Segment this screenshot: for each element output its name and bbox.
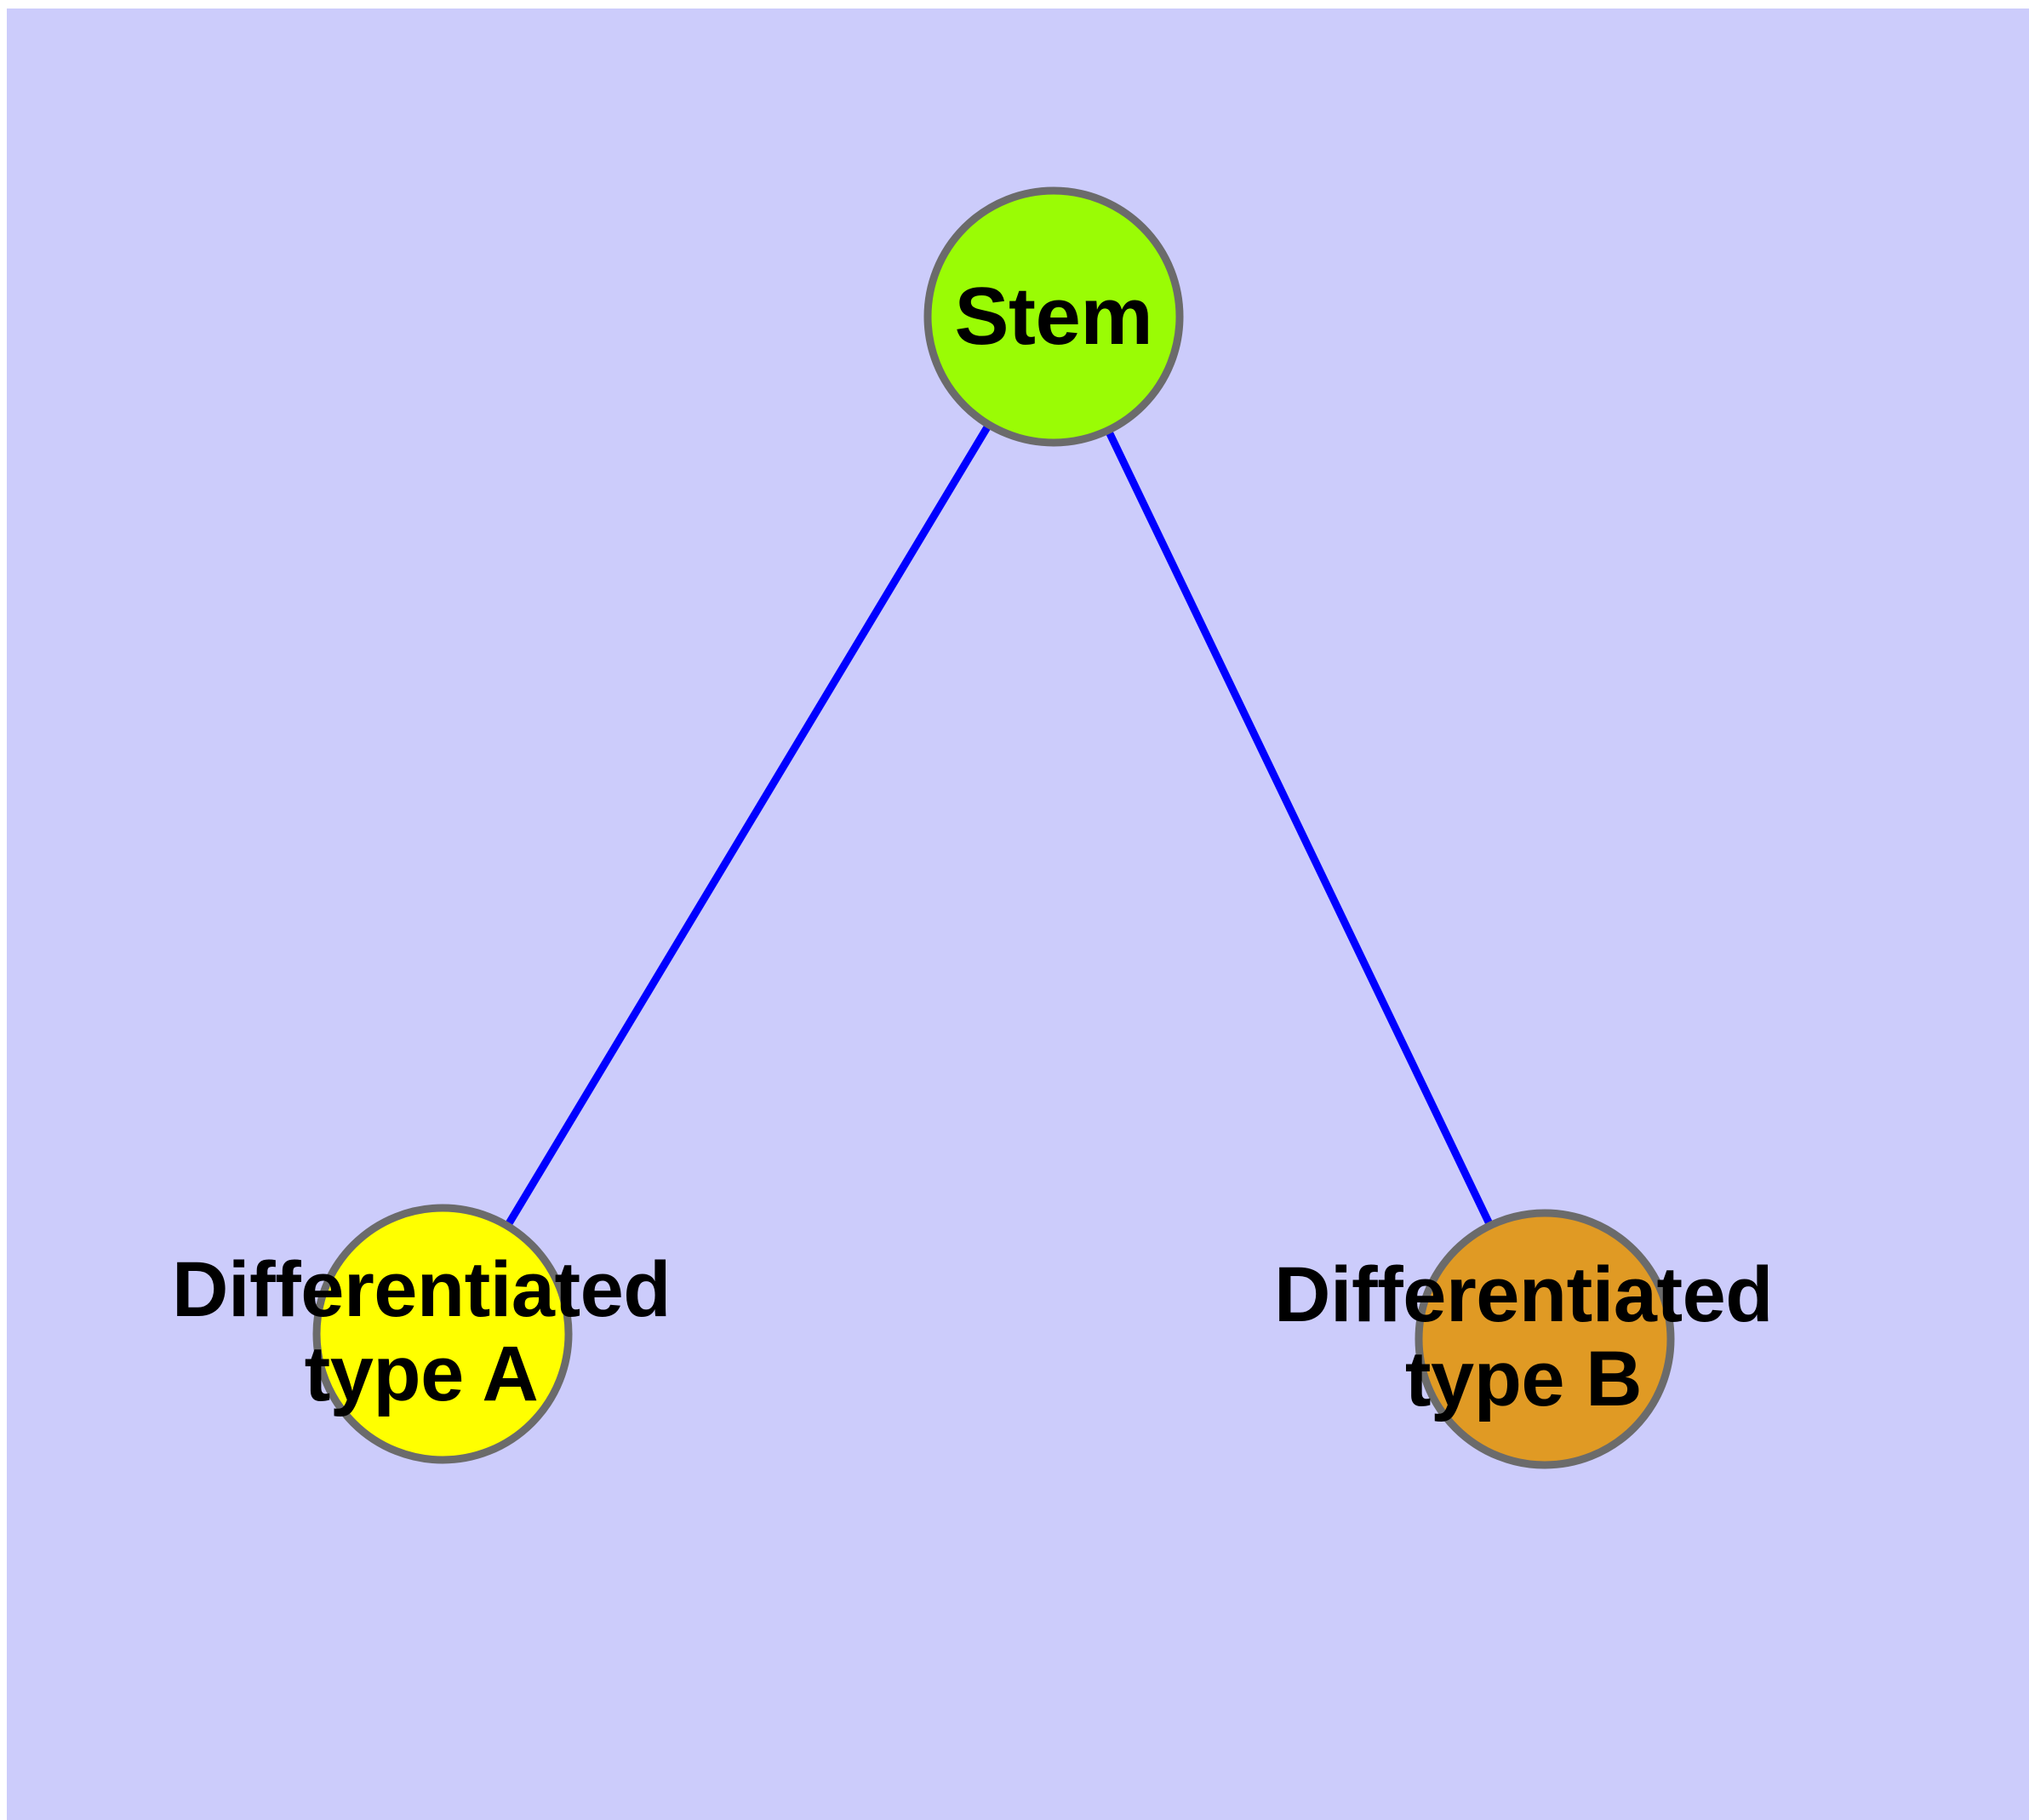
graph-edge-stem-diff_b[interactable] <box>1049 315 1549 1341</box>
graph-node-stem[interactable] <box>923 186 1184 447</box>
edge-layer <box>439 314 1549 1341</box>
node-layer <box>312 186 1675 1469</box>
graph-node-diff_b[interactable] <box>1415 1209 1675 1469</box>
graph-node-diff_a[interactable] <box>312 1204 573 1464</box>
graph-edge-stem-diff_a[interactable] <box>439 314 1057 1336</box>
